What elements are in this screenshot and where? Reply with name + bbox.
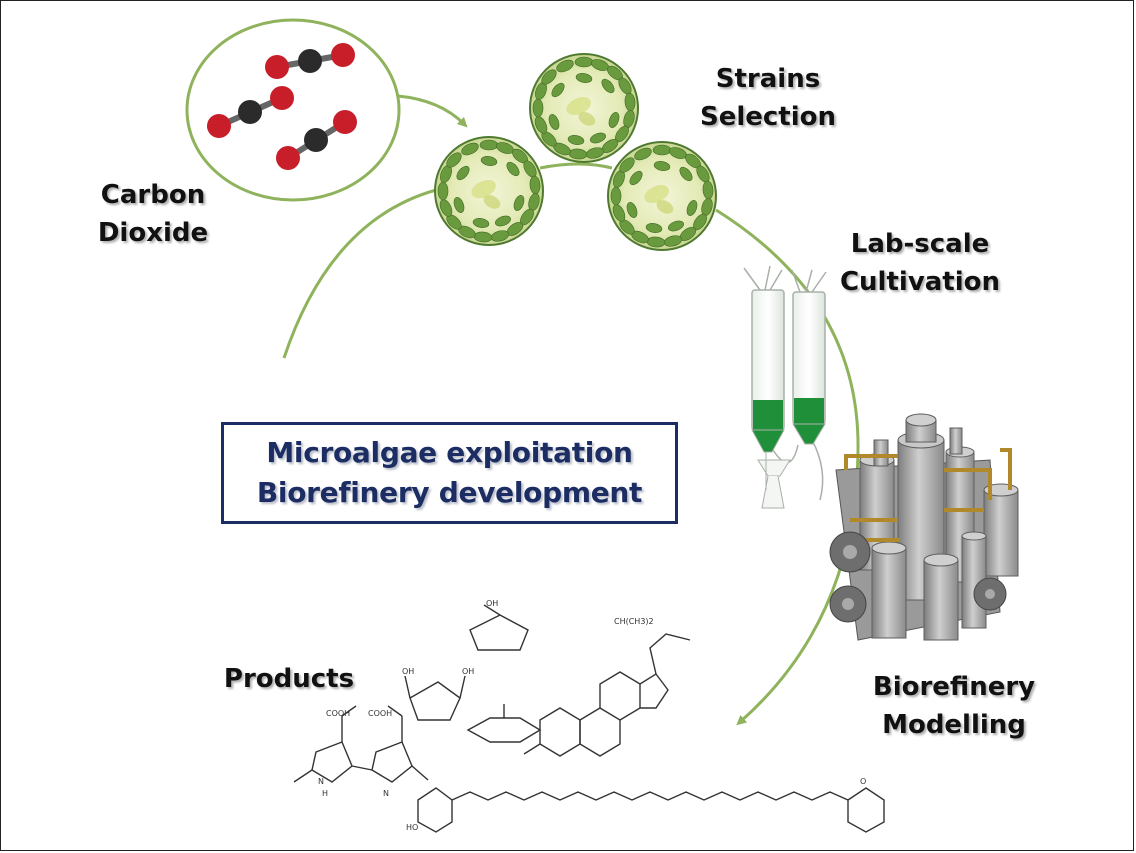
label-strains-selection-line2: Selection <box>699 102 837 132</box>
label-strains-selection-line1: Strains <box>715 64 821 94</box>
svg-text:COOH: COOH <box>368 709 392 718</box>
label-biorefinery-modelling: Biorefinery Modelling <box>856 668 1052 744</box>
svg-text:N: N <box>383 789 389 798</box>
title-line-2: Biorefinery development <box>256 476 643 509</box>
biorefinery-plant-icon <box>829 413 1019 641</box>
title-line-1: Microalgae exploitation <box>266 436 633 469</box>
label-carbon-dioxide-line1: Carbon <box>100 180 206 210</box>
svg-text:CH(CH3)2: CH(CH3)2 <box>614 617 654 626</box>
label-carbon-dioxide-line2: Dioxide <box>97 218 209 248</box>
svg-text:HO: HO <box>406 823 418 832</box>
co2-molecule-icon <box>185 18 401 202</box>
chemical-structure-icon <box>293 604 885 833</box>
label-lab-scale-line2: Cultivation <box>839 267 1001 297</box>
label-lab-scale-cultivation: Lab-scale Cultivation <box>830 225 1010 301</box>
svg-text:COOH: COOH <box>326 709 350 718</box>
arc-right <box>715 208 860 726</box>
label-carbon-dioxide: Carbon Dioxide <box>78 176 228 252</box>
algae-cell-icon <box>434 53 717 251</box>
label-products: Products <box>223 664 355 694</box>
svg-text:O: O <box>860 777 866 786</box>
label-strains-selection: Strains Selection <box>688 60 848 136</box>
arrow-co2-to-strains <box>397 94 468 128</box>
svg-text:H: H <box>322 789 328 798</box>
arc-left <box>282 188 437 359</box>
label-biorefinery-modelling-line2: Modelling <box>882 710 1026 740</box>
svg-text:OH: OH <box>486 599 498 608</box>
title-box: Microalgae exploitation Biorefinery deve… <box>221 422 678 524</box>
svg-text:N: N <box>318 777 324 786</box>
chemical-atom-labels: COOH COOH H N N O HO OH OH OH CH(CH3)2 <box>318 599 866 832</box>
svg-text:OH: OH <box>402 667 414 676</box>
label-lab-scale-line1: Lab-scale <box>850 229 990 259</box>
label-biorefinery-modelling-line1: Biorefinery <box>872 672 1036 702</box>
arc-between-cells <box>539 162 613 170</box>
photobioreactor-icon <box>743 265 827 509</box>
svg-text:OH: OH <box>462 667 474 676</box>
cycle-arrows <box>282 94 860 726</box>
